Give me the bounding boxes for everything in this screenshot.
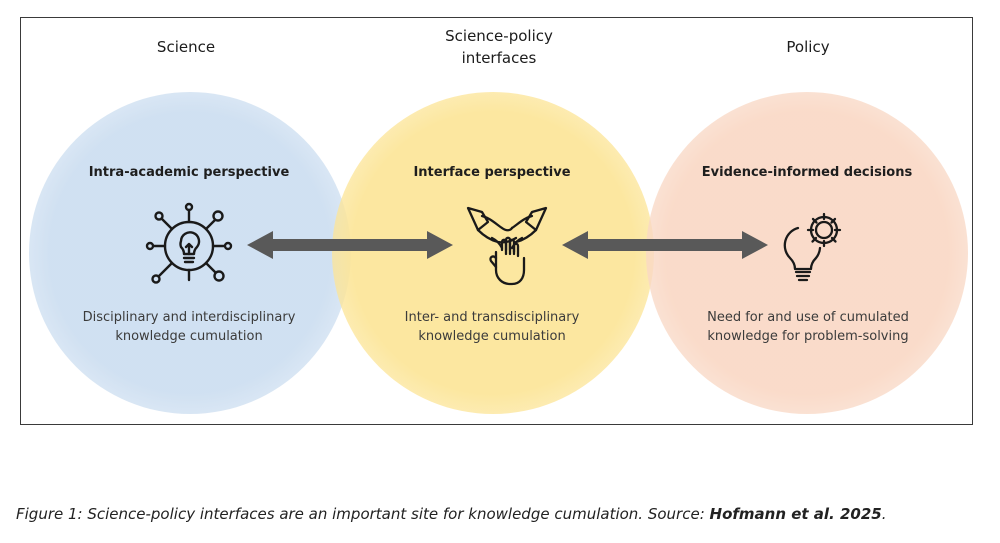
science-desc-line1: Disciplinary and interdisciplinary	[82, 310, 296, 325]
caption-suffix: .	[881, 505, 887, 523]
interface-description: Inter- and transdisciplinary knowledge c…	[352, 308, 632, 346]
figure-caption: Figure 1: Science-policy interfaces are …	[16, 505, 991, 523]
interface-title: Science-policy interfaces	[399, 25, 599, 69]
interface-desc-line2: knowledge cumulation	[418, 329, 566, 344]
policy-desc-line2: knowledge for problem-solving	[707, 329, 909, 344]
lightbulb-network-icon	[145, 202, 233, 284]
hands-together-icon	[466, 206, 548, 286]
diagram-frame: Science Science-policy interfaces Policy…	[20, 17, 973, 425]
interface-desc-line1: Inter- and transdisciplinary	[404, 310, 580, 325]
science-heading: Intra-academic perspective	[88, 165, 290, 180]
interface-circle	[332, 92, 654, 414]
science-description: Disciplinary and interdisciplinary knowl…	[49, 308, 329, 346]
interface-heading: Interface perspective	[413, 165, 571, 180]
policy-circle	[646, 92, 968, 414]
policy-description: Need for and use of cumulated knowledge …	[668, 308, 948, 346]
policy-desc-line1: Need for and use of cumulated	[707, 310, 909, 325]
science-title: Science	[156, 38, 216, 56]
science-interface-arrow	[247, 231, 453, 259]
policy-heading: Evidence-informed decisions	[701, 165, 913, 180]
interface-policy-arrow	[562, 231, 768, 259]
caption-prefix: Figure 1: Science-policy interfaces are …	[16, 505, 710, 523]
interface-title-line2: interfaces	[461, 49, 537, 67]
lightbulb-gear-icon	[783, 212, 842, 282]
interface-title-line1: Science-policy	[445, 27, 553, 45]
caption-source: Hofmann et al. 2025	[709, 505, 882, 523]
policy-title: Policy	[786, 38, 830, 56]
science-desc-line2: knowledge cumulation	[115, 329, 263, 344]
